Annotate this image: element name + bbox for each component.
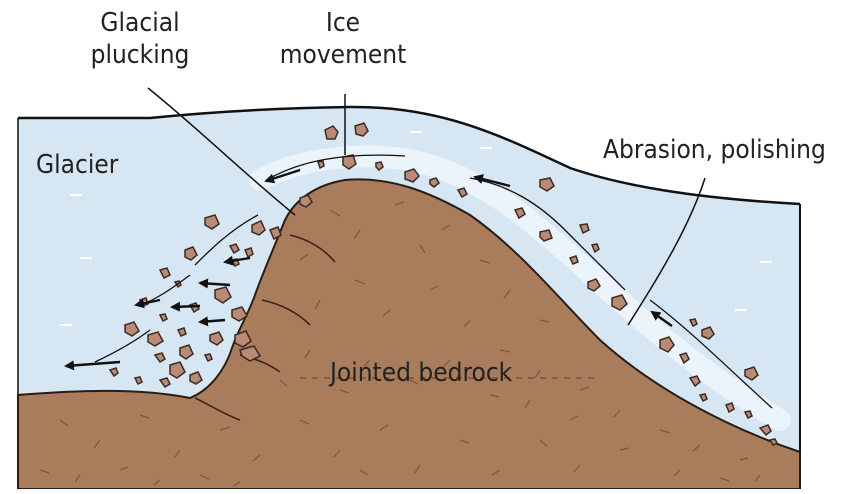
glacial-plucking-label-line2: plucking — [91, 40, 190, 70]
jointed-bedrock-label: Jointed bedrock — [330, 358, 512, 388]
ice-movement-label-line2: movement — [280, 40, 407, 70]
ice-movement-label-line1: Ice — [326, 8, 360, 38]
glacier-label: Glacier — [36, 150, 118, 180]
abrasion-polishing-label: Abrasion, polishing — [603, 135, 826, 165]
glacial-plucking-label-line1: Glacial — [100, 8, 179, 38]
